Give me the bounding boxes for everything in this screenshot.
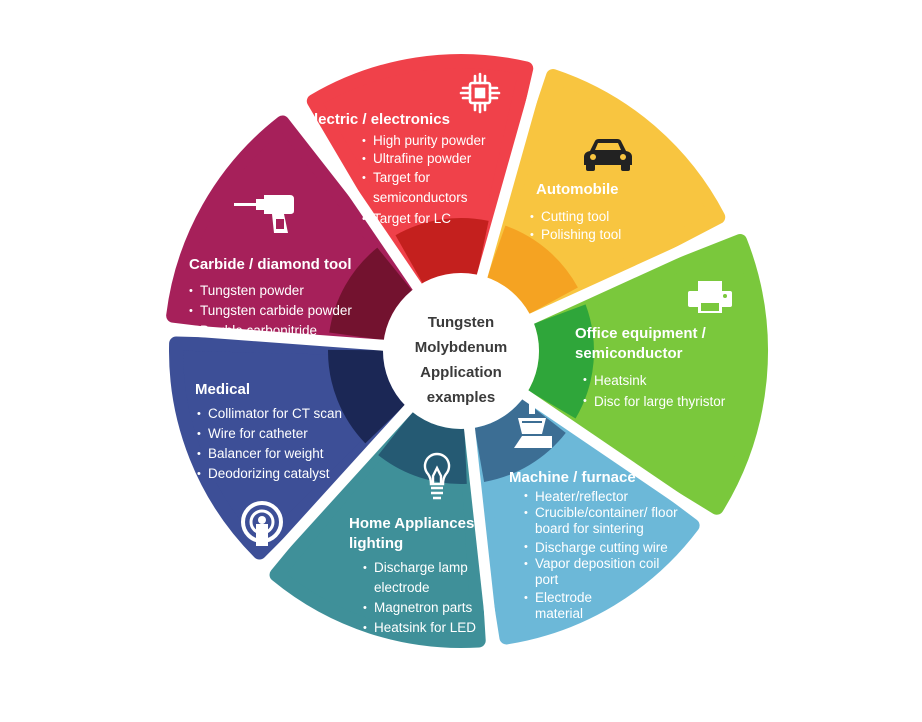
light-bulb-icon	[423, 452, 451, 500]
circuit-chip-icon	[459, 72, 501, 114]
list-item: Vapor deposition coil port	[524, 556, 675, 588]
segment-title: Medical	[195, 380, 370, 400]
list-item: Tungsten carbide powder	[189, 301, 389, 321]
car-icon	[584, 139, 632, 171]
list-item: Magnetron parts	[363, 598, 493, 618]
ct-scanner-icon	[241, 501, 283, 546]
crucible-icon	[514, 404, 552, 448]
segment-machine-text: Machine / furnace Heater/reflector Cruci…	[509, 468, 694, 624]
printer-icon	[688, 281, 732, 313]
list-item: Deodorizing catalyst	[197, 464, 370, 484]
list-item: Electrode material	[524, 590, 615, 622]
center-label: Tungsten Molybdenum Application examples	[383, 310, 539, 410]
center-line: examples	[426, 389, 496, 406]
segment-title: Home Appliances / lighting	[349, 514, 509, 554]
segment-title: Machine / furnace	[509, 468, 694, 488]
list-item: Target for LC	[362, 210, 509, 228]
list-item: High purity powder	[362, 132, 509, 150]
center-line: Molybdenum	[414, 339, 508, 356]
drill-icon	[234, 195, 294, 233]
segment-gap	[241, 403, 414, 592]
center-line: Application	[420, 364, 502, 381]
segment-medical-text: Medical Collimator for CT scan Wire for …	[195, 380, 370, 484]
center-circle	[383, 273, 539, 429]
item-list: Discharge lamp electrode Magnetron parts…	[363, 558, 493, 638]
segment-inner-home	[378, 412, 467, 484]
list-item: Discharge lamp electrode	[363, 558, 493, 598]
list-item: Heatsink for LED	[363, 618, 493, 638]
segment-gap	[276, 83, 423, 292]
title-line: Carbide / diamond tool	[189, 256, 352, 273]
title-line: Automobile	[536, 181, 619, 198]
item-list: Cutting tool Polishing tool	[530, 208, 676, 244]
list-item: Disc for large thyristor	[583, 391, 750, 412]
list-item: Polishing tool	[530, 226, 676, 244]
title-line: Home Appliances /	[349, 515, 483, 532]
list-item: Ultrafine powder	[362, 150, 509, 168]
list-item: Heater/reflector	[524, 488, 684, 505]
segment-title: Carbide / diamond tool	[189, 255, 389, 275]
title-line: Office equipment /	[575, 325, 706, 342]
item-list: Heater/reflector Crucible/container/ flo…	[524, 488, 684, 622]
segment-title: Automobile	[536, 180, 676, 200]
title-line: lighting	[349, 535, 404, 552]
list-item: Balancer for weight	[197, 444, 370, 464]
list-item: Wire for catheter	[197, 424, 370, 444]
segment-electric-text: Electric / electronics High purity powde…	[304, 110, 509, 228]
list-item: Crucible/container/ floor board for sint…	[524, 505, 684, 537]
segment-title: Electric / electronics	[304, 110, 509, 130]
list-item: Cutting tool	[530, 208, 676, 226]
segment-carbide-text: Carbide / diamond tool Tungsten powder T…	[189, 255, 389, 341]
segment-inner-automobile	[487, 225, 578, 314]
item-list: High purity powder Ultrafine powder Targ…	[362, 132, 509, 228]
segment-inner-medical	[328, 349, 405, 444]
segment-office-text: Office equipment / semiconductor Heatsin…	[575, 324, 750, 412]
segment-automobile-text: Automobile Cutting tool Polishing tool	[530, 180, 676, 244]
item-list: Collimator for CT scan Wire for catheter…	[197, 404, 370, 484]
list-item: Double carbonitride	[189, 321, 389, 341]
list-item: Tungsten powder	[189, 281, 389, 301]
center-line: Tungsten	[427, 314, 495, 331]
item-list: Tungsten powder Tungsten carbide powder …	[189, 281, 389, 341]
list-item: Collimator for CT scan	[197, 404, 370, 424]
segment-gap	[527, 213, 755, 325]
list-item: Target for semiconductors	[362, 168, 509, 208]
segment-gap	[476, 41, 554, 280]
segment-inner-office	[528, 304, 594, 419]
segment-inner-electric	[395, 218, 489, 284]
title-line: semiconductor	[575, 345, 683, 362]
list-item: Heatsink	[583, 370, 750, 391]
segment-title: Office equipment / semiconductor	[575, 324, 750, 364]
item-list: Heatsink Disc for large thyristor	[583, 370, 750, 412]
title-line: Machine / furnace	[509, 469, 636, 486]
list-item: Discharge cutting wire	[524, 539, 684, 556]
segment-gap	[520, 389, 729, 536]
title-line: Electric / electronics	[304, 111, 450, 128]
segment-home-text: Home Appliances / lighting Discharge lam…	[349, 514, 509, 638]
title-line: Medical	[195, 381, 251, 398]
